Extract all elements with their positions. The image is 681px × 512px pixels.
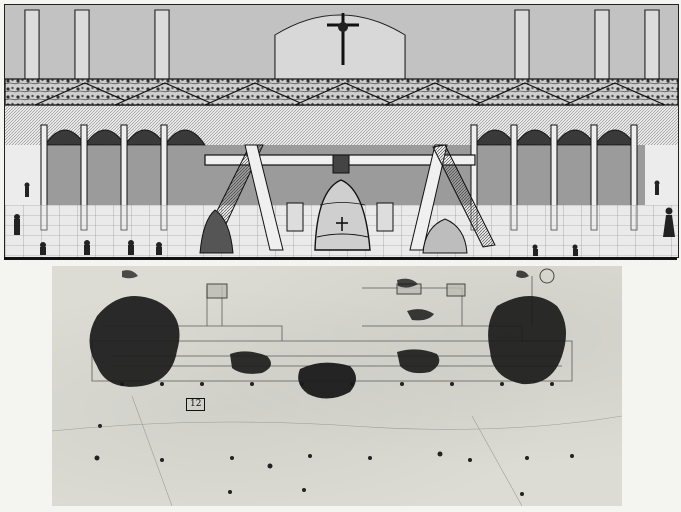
gabled-arcade — [34, 82, 666, 106]
small-bell-left — [199, 209, 234, 254]
bell-cylinder — [286, 202, 394, 232]
apse-arch — [274, 14, 406, 86]
engraving-svg — [5, 5, 678, 257]
panel-separator — [4, 257, 677, 260]
plan-ticks — [94, 382, 574, 496]
plan-drawing-panel — [52, 266, 622, 506]
people-figures — [14, 180, 675, 256]
engraving-panel — [4, 4, 679, 258]
scale-label: 12 — [186, 398, 206, 411]
ink-stains — [89, 270, 566, 399]
main-bell — [314, 154, 371, 251]
plan-details — [206, 268, 555, 299]
crucifix — [327, 13, 359, 65]
small-bell-right — [422, 218, 468, 254]
plan-drawing-svg — [52, 268, 622, 506]
screen-columns — [40, 124, 638, 231]
paper-creases — [52, 395, 622, 506]
